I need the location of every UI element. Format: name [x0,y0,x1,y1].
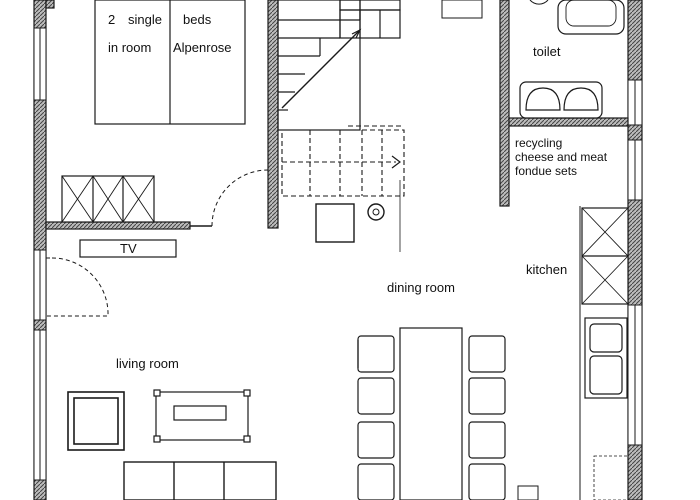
stove [315,203,355,243]
sofa [123,461,277,500]
armchair [67,391,125,451]
right-windows [627,79,643,446]
kitchen-cabinets [581,207,629,305]
bedroom-beds-label: beds [183,12,212,27]
beds [94,0,246,125]
top-cabinet [441,0,483,19]
recycling-label: recycling [515,136,563,150]
dining-table [399,327,463,500]
bedroom-name-label: Alpenrose [173,40,232,55]
tv-label: TV [120,241,137,256]
living-room-door-swing [46,257,109,317]
fireplace-round [367,203,385,221]
left-windows [33,27,47,481]
dining-room-label: dining room [387,280,455,295]
bedroom-door-swing [211,169,269,227]
dishwasher [593,455,629,500]
bedroom-single-label: single [128,12,162,27]
top-partition-wall [45,0,55,9]
fondue-label-line2: fondue sets [515,164,578,178]
toilet-label: toilet [533,44,561,59]
kitchen-sink [584,317,628,399]
bedroom-in-room-label: in room [108,40,152,55]
toilets [519,81,603,119]
kitchen-label: kitchen [526,262,568,277]
fondue-label-line1: cheese and meat [515,150,608,164]
dashed-stairs [281,125,405,197]
bedroom-count-label: 2 [108,12,116,27]
shower-tray [557,0,625,35]
dining-chairs-left [357,335,395,500]
tv-unit [79,239,177,258]
dining-chairs-right [468,335,506,500]
staircase [277,0,401,131]
living-room-label: living room [116,356,179,371]
coffee-table [153,389,251,443]
wardrobe [61,175,155,223]
